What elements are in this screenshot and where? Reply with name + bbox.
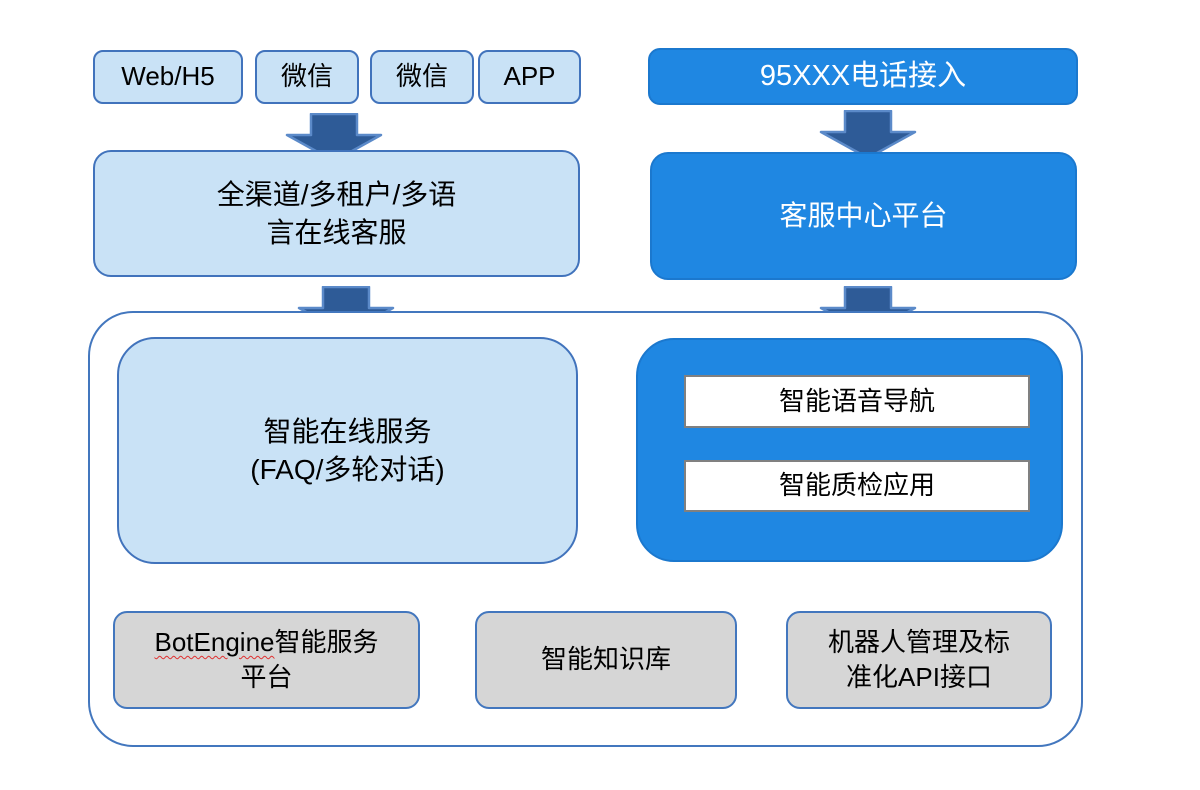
label-zh: 智能服务: [274, 626, 379, 657]
channel-label: APP: [503, 61, 556, 92]
label-line2: 平台: [240, 662, 293, 692]
channel-box-wechat-2: 微信: [370, 50, 474, 104]
bot-engine-platform-box: BotEngine智能服务 平台: [113, 611, 420, 709]
bot-engine-platform-label: BotEngine智能服务 平台: [155, 625, 379, 695]
robot-management-api-box: 机器人管理及标 准化API接口: [786, 611, 1052, 709]
call-center-platform-box: 客服中心平台: [650, 152, 1077, 280]
label-line1: BotEngine智能服务: [155, 625, 379, 660]
phone-entry-label: 95XXX电话接入: [759, 59, 967, 92]
voice-navigation-box: 智能语音导航: [684, 375, 1030, 428]
phone-entry-box: 95XXX电话接入: [648, 48, 1078, 105]
channel-box-web-h5: Web/H5: [93, 50, 243, 104]
channel-box-wechat-1: 微信: [255, 50, 359, 104]
intelligent-online-service-label: 智能在线服务 (FAQ/多轮对话): [250, 413, 444, 489]
label-line1: 智能在线服务: [263, 415, 432, 447]
quality-inspection-box: 智能质检应用: [684, 460, 1030, 512]
label-line2: 言在线客服: [266, 216, 407, 248]
channel-label: 微信: [395, 61, 448, 92]
label-line2: 准化API接口: [846, 662, 992, 692]
intelligent-online-service-box: 智能在线服务 (FAQ/多轮对话): [117, 337, 578, 564]
channel-label: 微信: [280, 61, 333, 92]
robot-management-api-label: 机器人管理及标 准化API接口: [828, 625, 1010, 695]
voice-apps-group-box: [636, 338, 1063, 562]
down-arrow-icon: [284, 113, 384, 163]
call-center-label: 客服中心平台: [779, 200, 948, 232]
down-arrow-icon: [818, 110, 918, 160]
label-line2: (FAQ/多轮对话): [250, 453, 445, 485]
knowledge-base-box: 智能知识库: [475, 611, 737, 709]
online-channel-platform-box: 全渠道/多租户/多语 言在线客服: [93, 150, 580, 277]
label-line1: 机器人管理及标: [827, 626, 1010, 657]
channel-label: Web/H5: [121, 61, 215, 92]
knowledge-base-label: 智能知识库: [540, 644, 671, 675]
quality-inspection-label: 智能质检应用: [778, 470, 935, 501]
label-line1: 全渠道/多租户/多语: [216, 178, 457, 210]
online-channel-platform-label: 全渠道/多租户/多语 言在线客服: [217, 176, 457, 252]
voice-navigation-label: 智能语音导航: [778, 385, 935, 416]
channel-box-app: APP: [478, 50, 581, 104]
spellcheck-underlined-word: BotEngine: [154, 626, 275, 657]
